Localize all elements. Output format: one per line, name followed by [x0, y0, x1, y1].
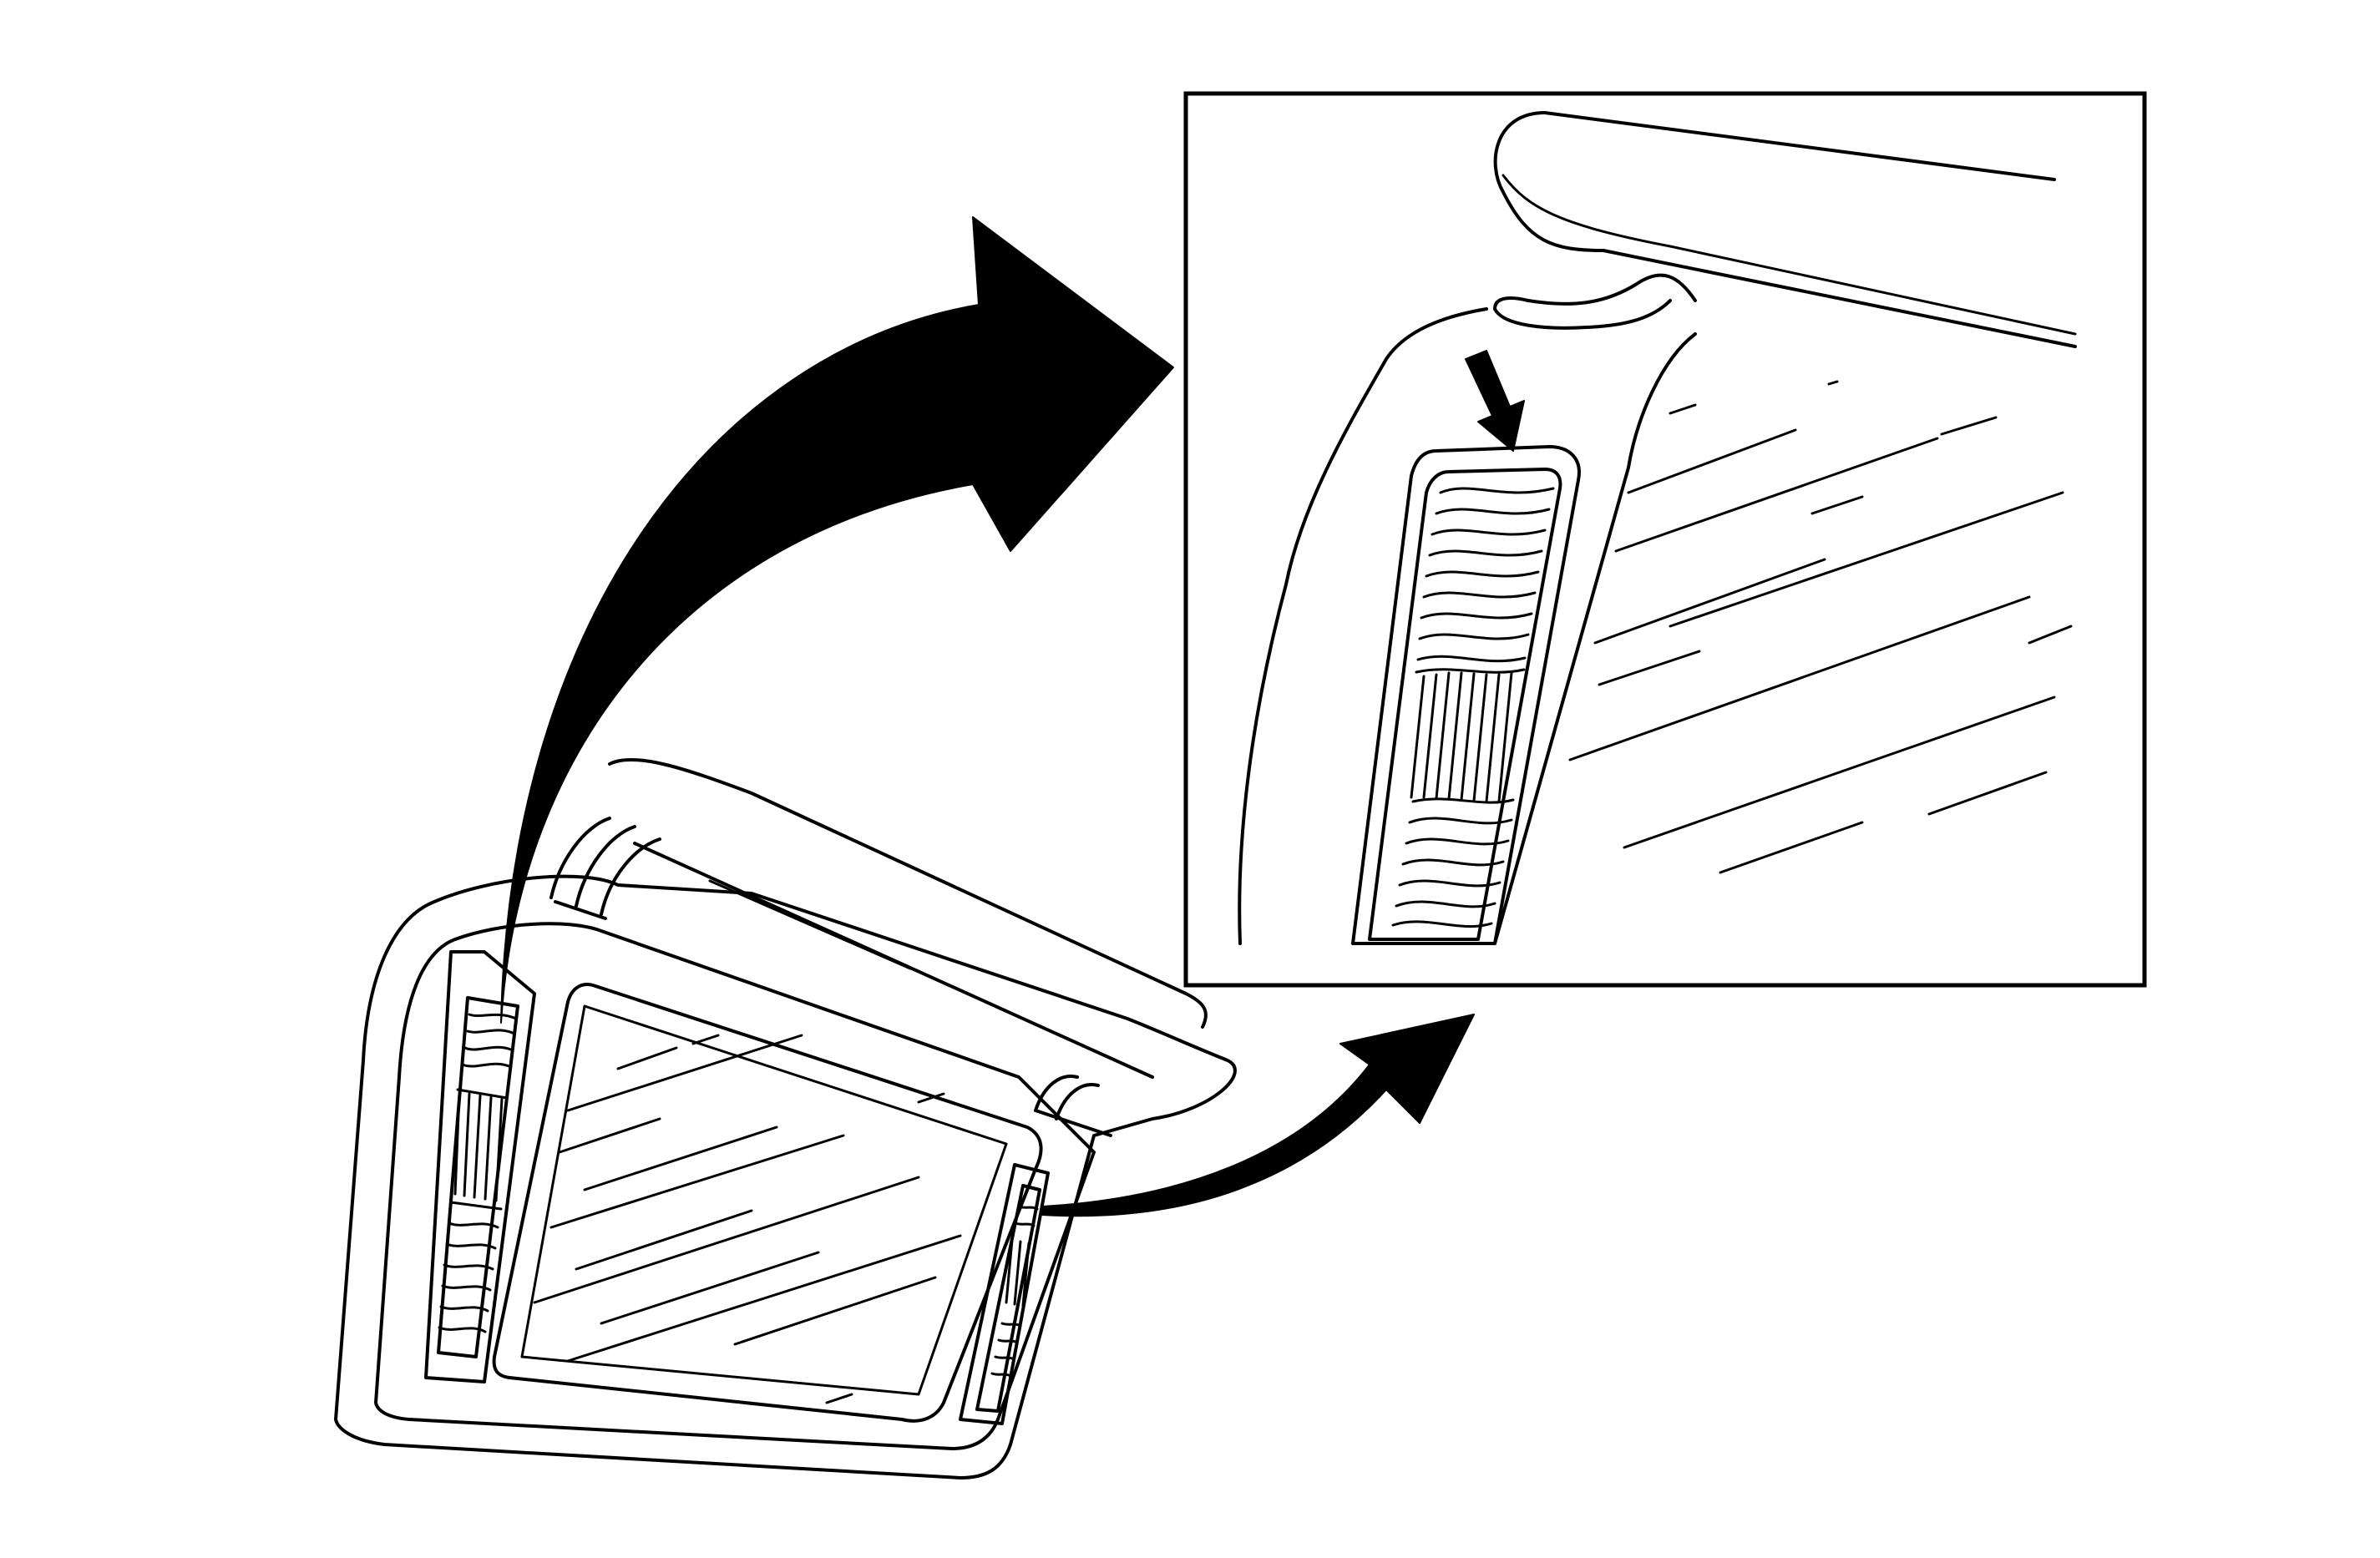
inset-mirror-arm [1493, 111, 2077, 348]
inset-texture-ridges [1410, 668, 1526, 804]
arm-joint-ribs [549, 817, 661, 920]
inset-mirror-arm-upper [1543, 111, 2056, 181]
housing-outer-outline [334, 874, 1237, 1480]
mirror-arm-groove [708, 879, 912, 970]
inset-mirror-arm-inner [1501, 174, 2077, 336]
inset-housing-left [1238, 307, 1488, 945]
inset-texture-lower [1391, 817, 1513, 928]
detail-inset [1183, 91, 2147, 988]
mirror-glass [492, 983, 1043, 1423]
inset-frame [1183, 91, 2147, 988]
mirror-arm-top [608, 757, 1208, 1029]
right-light-window [959, 1163, 1050, 1425]
inset-light-window-outer [1351, 445, 1581, 945]
left-light-window [424, 950, 536, 1383]
inset-texture-upper [1416, 487, 1555, 663]
callout-arrow-large [500, 216, 1174, 1024]
arm-joint-lower-ribs [1034, 1075, 1112, 1137]
mirror-glass-inner [520, 1004, 1008, 1396]
glass-glare-hatching [533, 1034, 962, 1404]
inset-pointer-arrow [1465, 350, 1525, 452]
inset-joint-lower [1493, 299, 1672, 330]
inset-joint [1493, 273, 1697, 311]
inset-housing-right [1493, 332, 1697, 945]
callout-arrow-small [1041, 1014, 1475, 1217]
inset-light-window-inner [1368, 468, 1562, 941]
inset-glass-hatching [1568, 380, 2073, 874]
mirror-overview [334, 757, 1237, 1480]
housing-inner-rim [374, 922, 1096, 1450]
